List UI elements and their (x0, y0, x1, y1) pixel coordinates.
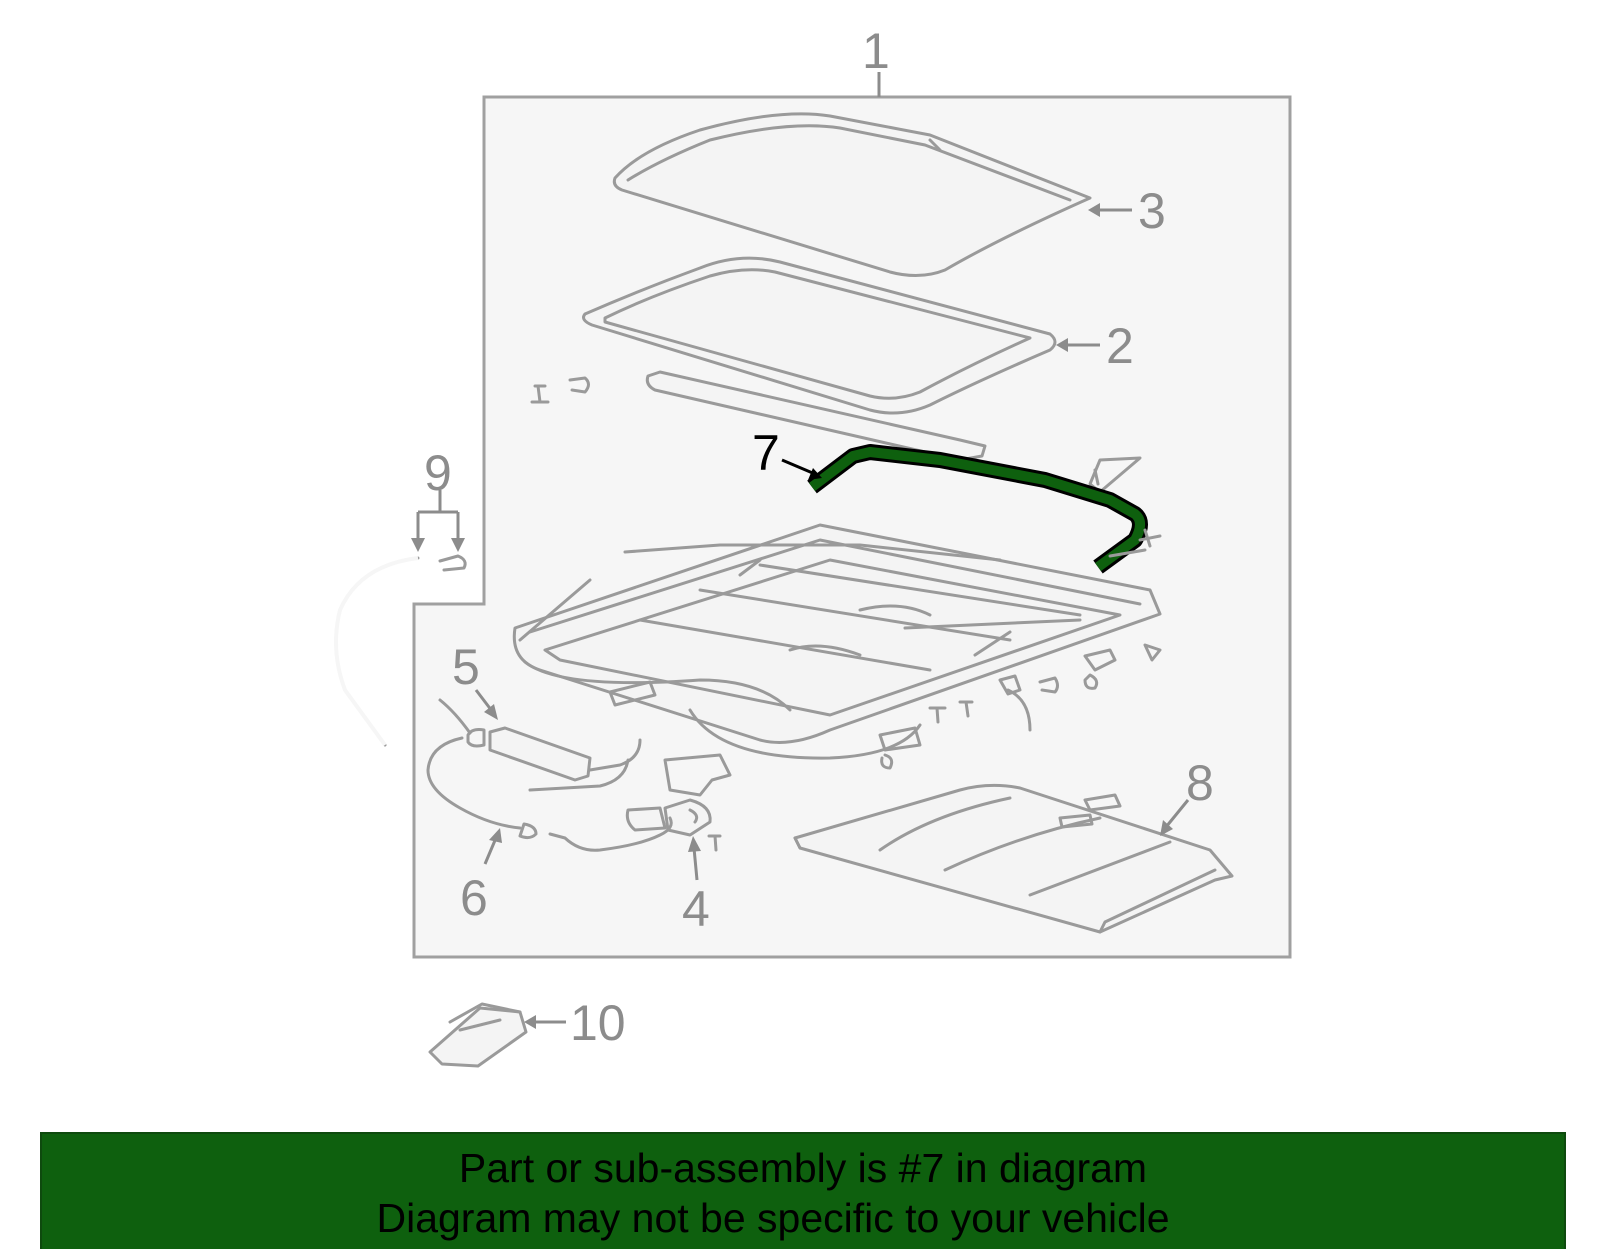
info-banner: Part or sub-assembly is #7 in diagram Di… (40, 1132, 1566, 1249)
parts-diagram: 1 3 2 7 (334, 23, 1292, 1068)
callout-6-leader (483, 837, 498, 865)
part-6-wiring-harness (426, 736, 673, 852)
callout-8-arrow (1160, 820, 1173, 836)
callout-9-arrow-left (411, 538, 425, 552)
callout-10-arrow (524, 1015, 536, 1029)
callout-4: 4 (682, 881, 710, 937)
part-9-drain-hose (334, 554, 467, 747)
part-7-seal-highlighted (807, 444, 1148, 574)
callout-8-leader (1164, 799, 1190, 828)
callout-4-leader (692, 847, 699, 881)
callout-9-leader (416, 490, 460, 540)
part-8-sunshade (793, 783, 1234, 934)
callout-5: 5 (452, 639, 480, 695)
callout-1: 1 (862, 23, 890, 79)
callout-2-arrow (1056, 338, 1068, 352)
callout-8: 8 (1186, 755, 1214, 811)
callout-10: 10 (570, 995, 626, 1051)
sunroof-frame-assembly (512, 523, 1162, 770)
callout-9: 9 (424, 445, 452, 501)
callout-3-arrow (1088, 203, 1100, 217)
callout-6-arrow (489, 828, 502, 843)
callout-7-leader (781, 458, 816, 476)
callout-9-arrow-right (451, 538, 465, 552)
callout-7: 7 (752, 425, 780, 481)
banner-line-part-number: Part or sub-assembly is #7 in diagram (458, 1145, 1148, 1191)
part-5-module (438, 698, 642, 792)
part-3-glass-seal (612, 112, 1092, 277)
part-10-lamp (428, 1002, 528, 1068)
callout-6: 6 (460, 870, 488, 926)
callout-5-arrow (484, 704, 498, 720)
banner-line-disclaimer: Diagram may not be specific to your vehi… (376, 1195, 1170, 1241)
part-4-motor (625, 753, 732, 852)
callout-4-arrow (688, 836, 701, 852)
callout-3: 3 (1138, 183, 1166, 239)
callout-7-arrow (808, 468, 822, 480)
callout-2: 2 (1106, 318, 1134, 374)
part-2-glass-panel (582, 256, 1057, 415)
